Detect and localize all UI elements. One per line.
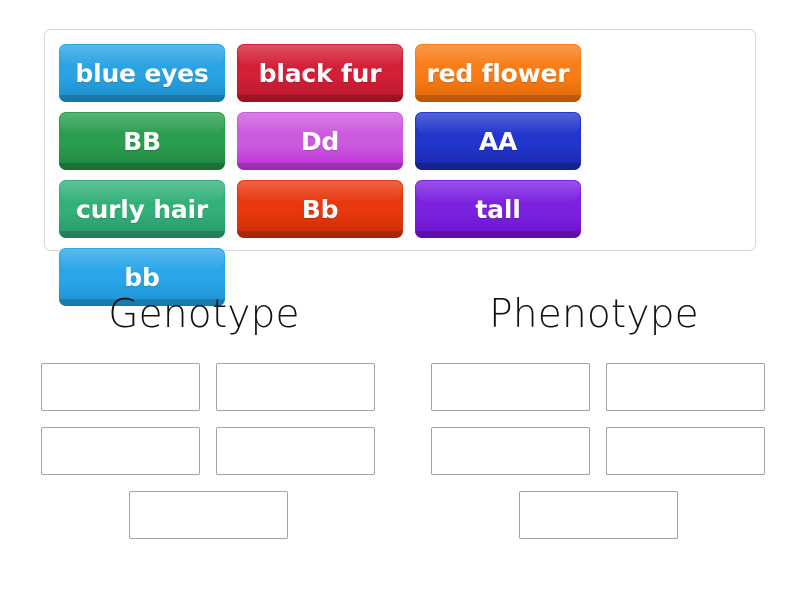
drop-zone-phenotype[interactable]	[606, 427, 765, 475]
draggable-tile[interactable]: tall	[415, 180, 581, 238]
drop-zone-genotype[interactable]	[128, 491, 288, 539]
draggable-tile[interactable]: black fur	[237, 44, 403, 102]
drop-zone-genotype[interactable]	[41, 363, 200, 411]
drop-zone-genotype[interactable]	[216, 427, 375, 475]
drop-zone-phenotype[interactable]	[431, 427, 590, 475]
drop-zone-genotype[interactable]	[216, 363, 375, 411]
draggable-tile[interactable]: Dd	[237, 112, 403, 170]
drop-zone-phenotype[interactable]	[431, 363, 590, 411]
drop-zone-phenotype[interactable]	[518, 491, 678, 539]
draggable-tile[interactable]: red flower	[415, 44, 581, 102]
tile-label: tall	[475, 194, 521, 224]
tile-label: black fur	[258, 58, 382, 88]
draggable-tile[interactable]: bb	[59, 248, 225, 306]
drop-column-genotype	[22, 363, 394, 539]
tile-label: curly hair	[75, 194, 209, 224]
drop-column-phenotype	[412, 363, 784, 539]
tile-label: red flower	[426, 58, 570, 88]
draggable-tile[interactable]: AA	[415, 112, 581, 170]
tile-label: AA	[478, 126, 518, 156]
tile-label: blue eyes	[75, 58, 209, 88]
draggable-tile[interactable]: BB	[59, 112, 225, 170]
drop-zone-phenotype[interactable]	[606, 363, 765, 411]
draggable-tile[interactable]: blue eyes	[59, 44, 225, 102]
column-heading-phenotype: Phenotype	[489, 292, 699, 337]
drop-zone-genotype[interactable]	[41, 427, 200, 475]
draggable-tile[interactable]: curly hair	[59, 180, 225, 238]
tile-label: bb	[124, 262, 160, 292]
draggable-tile[interactable]: Bb	[237, 180, 403, 238]
tile-label: BB	[123, 126, 161, 156]
tile-label: Bb	[301, 194, 339, 224]
tile-label: Dd	[300, 126, 340, 156]
